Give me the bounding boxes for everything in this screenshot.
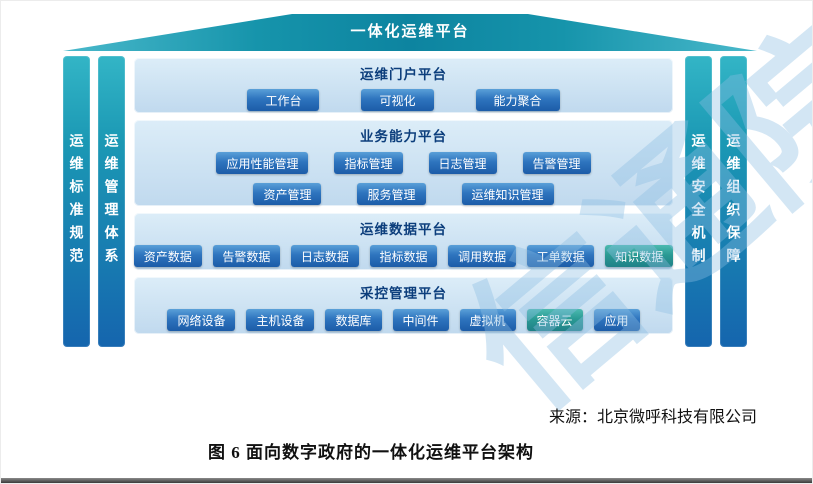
roof-banner: 一体化运维平台 xyxy=(63,14,757,51)
module-button: 工作台 xyxy=(247,89,320,111)
module-button: 网络设备 xyxy=(167,309,236,331)
module-button: 知识数据 xyxy=(605,245,674,267)
module-button: 运维知识管理 xyxy=(461,183,554,205)
module-button: 资产管理 xyxy=(253,183,322,205)
pillar-label: 运维管理体系 xyxy=(103,132,120,271)
layer-ops-data-platform: 运维数据平台 资产数据 告警数据 日志数据 指标数据 调用数据 工单数据 知识数… xyxy=(133,213,674,270)
layer-title: 运维门户平台 xyxy=(360,67,447,82)
figure-caption: 图 6 面向数字政府的一体化运维平台架构 xyxy=(208,443,534,462)
module-button: 指标管理 xyxy=(334,152,403,174)
pillar-label: 运维标准规范 xyxy=(68,132,85,271)
module-button: 可视化 xyxy=(361,89,434,111)
layer-collection-control-platform: 采控管理平台 网络设备 主机设备 数据库 中间件 虚拟机 容器云 应用 xyxy=(134,277,673,334)
module-button: 日志数据 xyxy=(291,245,359,267)
button-row: 工作台 可视化 能力聚合 xyxy=(134,89,673,111)
pillar-ops-management-system: 运维管理体系 xyxy=(98,56,125,347)
page-bottom-edge xyxy=(1,478,812,483)
pillar-ops-security-mechanism: 运维安全机制 xyxy=(685,56,712,347)
layer-title: 业务能力平台 xyxy=(360,129,447,144)
module-button: 指标数据 xyxy=(369,245,438,267)
button-row: 网络设备 主机设备 数据库 中间件 虚拟机 容器云 应用 xyxy=(134,309,673,331)
pillar-label: 运维安全机制 xyxy=(690,132,707,271)
module-button: 告警管理 xyxy=(522,152,591,174)
module-button: 工单数据 xyxy=(526,245,595,267)
module-button: 服务管理 xyxy=(357,183,426,205)
module-button: 中间件 xyxy=(392,309,449,331)
button-row: 资产管理 服务管理 运维知识管理 xyxy=(134,183,673,205)
module-button: 告警数据 xyxy=(212,245,281,267)
layer-title: 运维数据平台 xyxy=(360,222,447,237)
roof-label: 一体化运维平台 xyxy=(350,23,470,40)
module-button: 调用数据 xyxy=(448,245,516,267)
module-button: 数据库 xyxy=(325,309,382,331)
module-button: 应用 xyxy=(593,309,640,331)
pillar-ops-standards: 运维标准规范 xyxy=(63,56,90,347)
module-button: 能力聚合 xyxy=(475,89,560,111)
button-row: 应用性能管理 指标管理 日志管理 告警管理 xyxy=(134,152,673,174)
module-button: 容器云 xyxy=(526,309,583,331)
module-button: 资产数据 xyxy=(133,245,202,267)
module-button: 应用性能管理 xyxy=(216,152,309,174)
module-button: 日志管理 xyxy=(428,152,497,174)
module-button: 虚拟机 xyxy=(459,309,516,331)
layer-title: 采控管理平台 xyxy=(360,286,447,301)
source-credit: 来源：北京微呼科技有限公司 xyxy=(548,409,757,426)
pillar-ops-organization-guarantee: 运维组织保障 xyxy=(720,56,747,347)
layer-business-capability-platform: 业务能力平台 应用性能管理 指标管理 日志管理 告警管理 资产管理 服务管理 运… xyxy=(134,120,673,206)
layer-portal-platform: 运维门户平台 工作台 可视化 能力聚合 xyxy=(134,58,673,113)
module-button: 主机设备 xyxy=(246,309,315,331)
button-row: 资产数据 告警数据 日志数据 指标数据 调用数据 工单数据 知识数据 xyxy=(133,245,674,267)
pillar-label: 运维组织保障 xyxy=(725,132,742,271)
